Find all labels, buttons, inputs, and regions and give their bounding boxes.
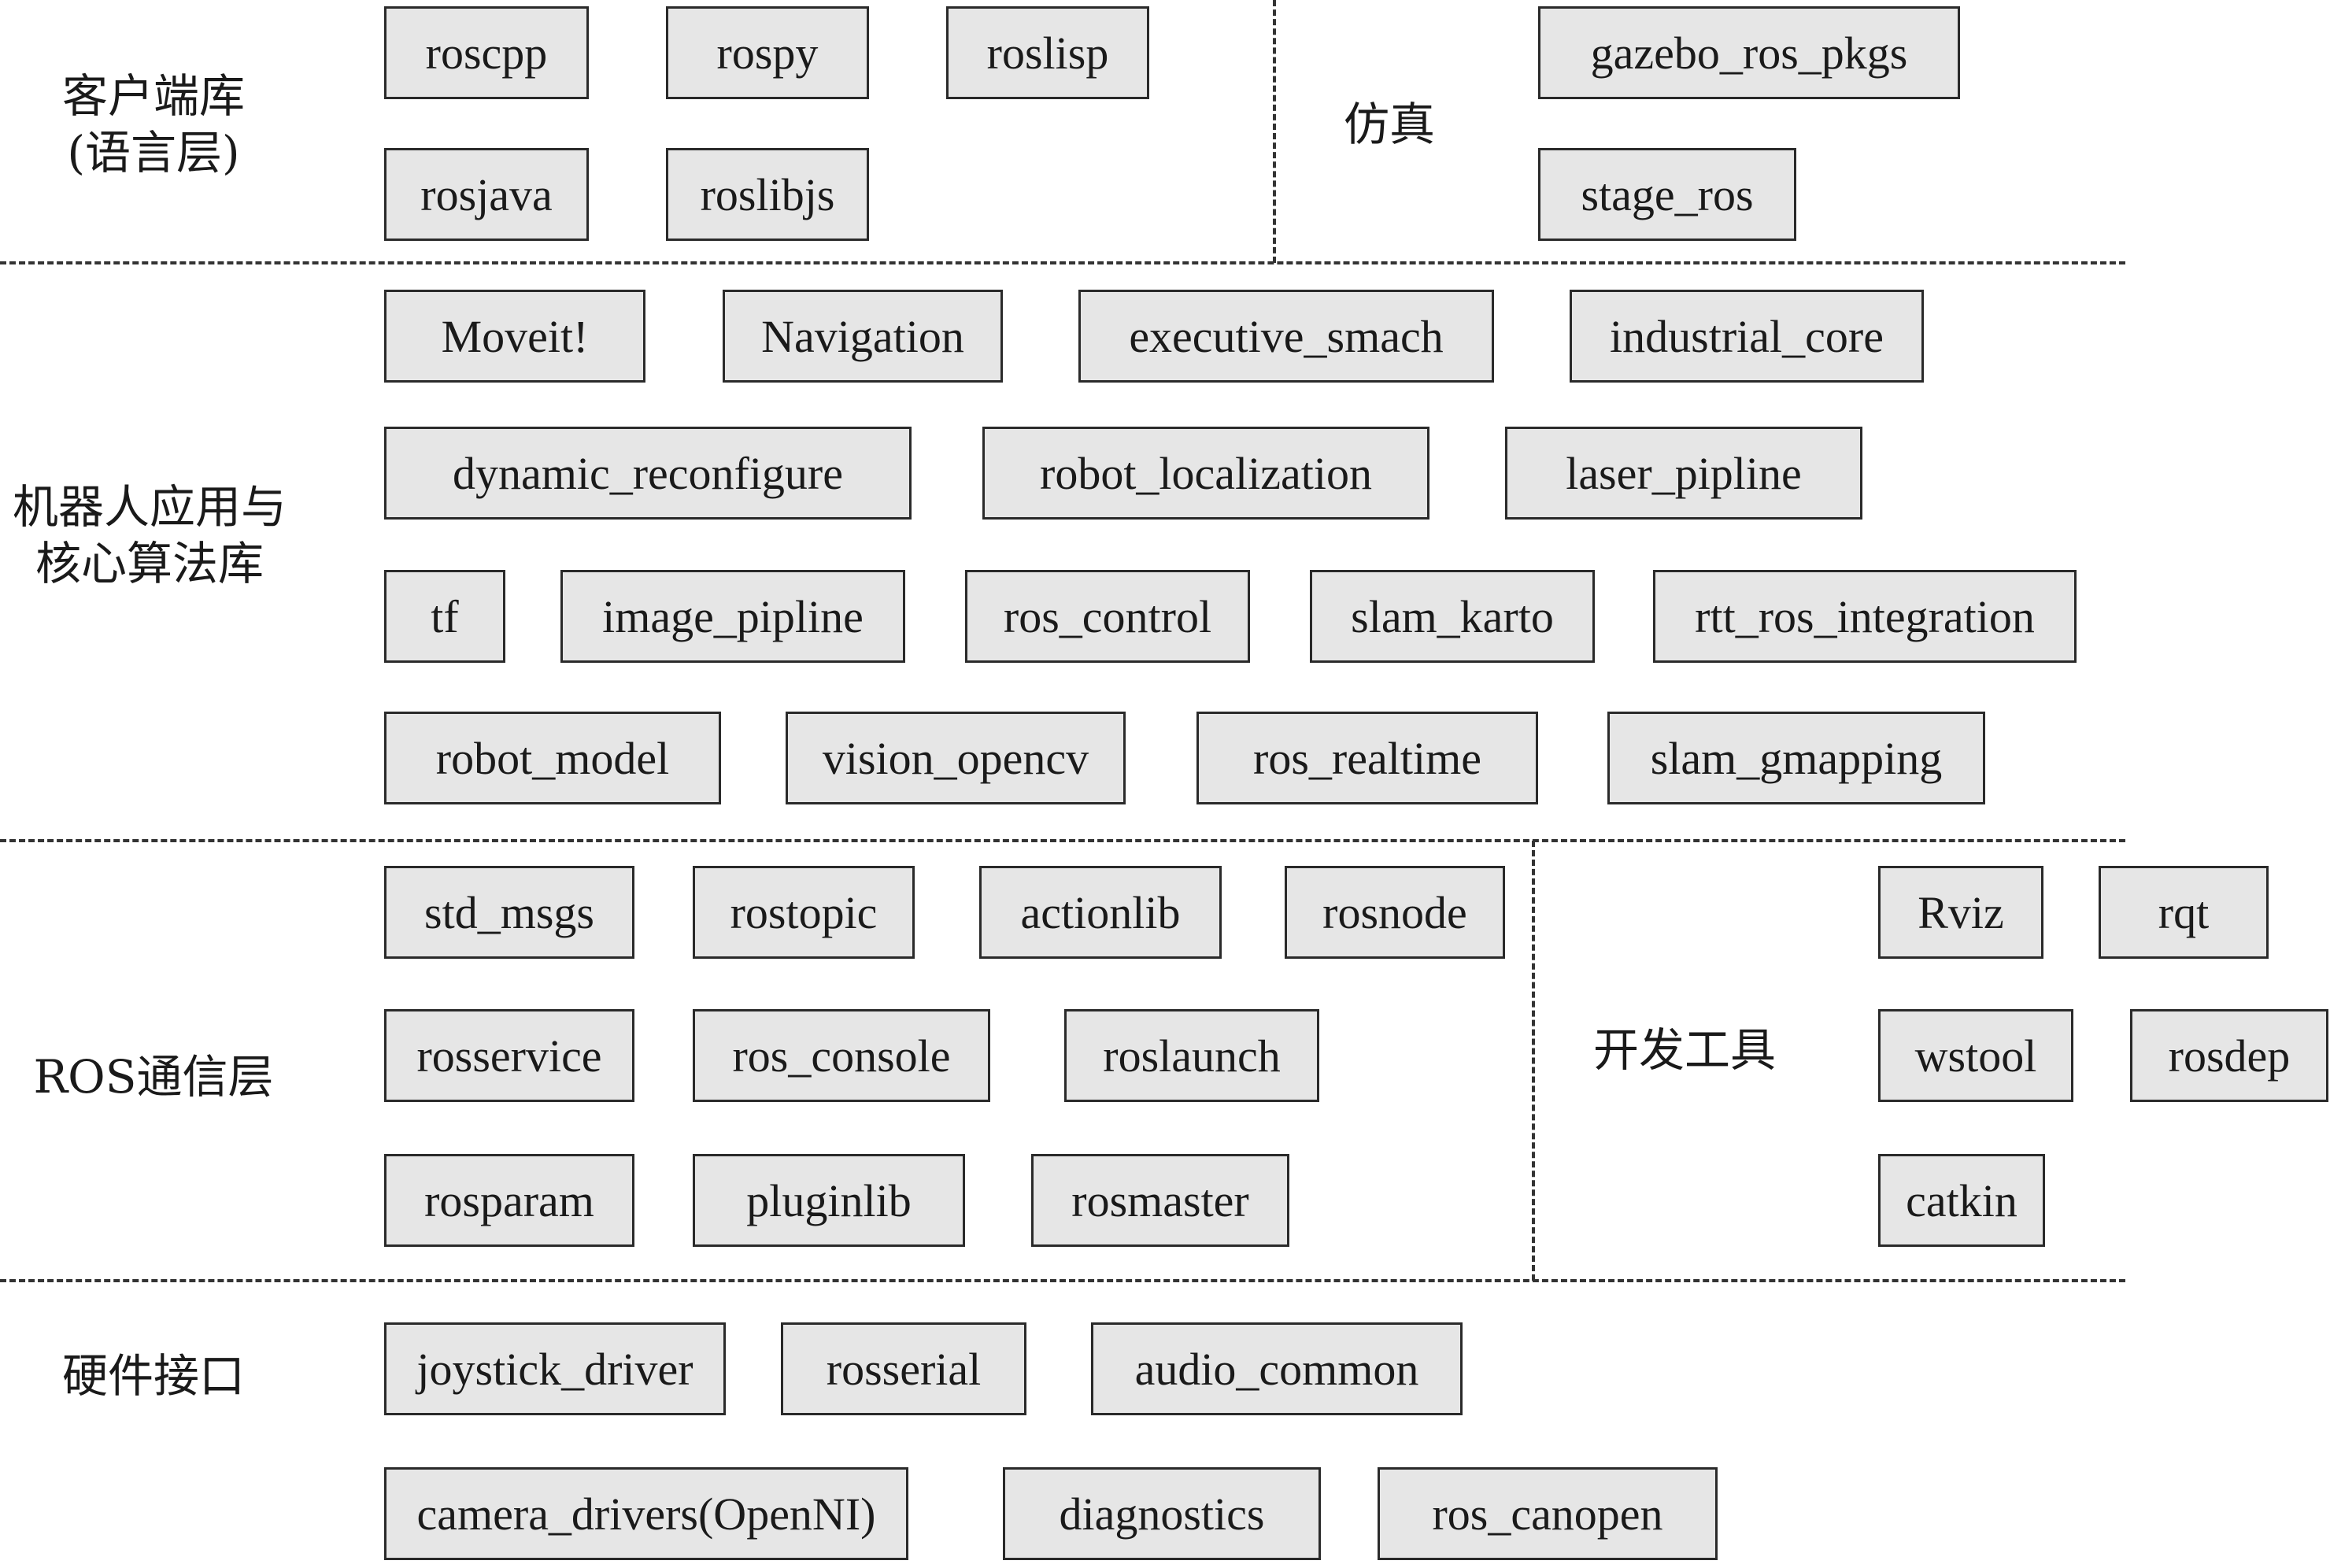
package-box: rostopic: [693, 866, 915, 959]
package-box: audio_common: [1091, 1322, 1463, 1415]
package-box: robot_model: [384, 712, 721, 804]
package-box: rosserial: [781, 1322, 1026, 1415]
package-box: roslaunch: [1064, 1009, 1319, 1102]
simulation-divider: [1273, 0, 1276, 263]
package-box: camera_drivers(OpenNI): [384, 1467, 908, 1560]
client-layer-label: 客户端库 (语言层): [61, 69, 245, 179]
package-box: industrial_core: [1570, 290, 1924, 383]
package-box: rosservice: [384, 1009, 634, 1102]
package-box: wstool: [1878, 1009, 2073, 1102]
package-box: executive_smach: [1078, 290, 1494, 383]
package-box: robot_localization: [982, 427, 1429, 520]
package-box: Navigation: [723, 290, 1003, 383]
devtools-label: 开发工具: [1592, 1023, 1776, 1077]
package-box: vision_opencv: [786, 712, 1126, 804]
package-box: roslisp: [946, 6, 1149, 99]
package-box: rospy: [666, 6, 869, 99]
package-box: diagnostics: [1003, 1467, 1321, 1560]
package-box: pluginlib: [693, 1154, 965, 1247]
package-box: std_msgs: [384, 866, 634, 959]
package-box: slam_gmapping: [1607, 712, 1985, 804]
package-box: image_pipline: [560, 570, 905, 663]
package-box: laser_pipline: [1505, 427, 1862, 520]
package-box: catkin: [1878, 1154, 2045, 1247]
package-box: rosmaster: [1031, 1154, 1289, 1247]
package-box: rosjava: [384, 148, 589, 241]
package-box: ros_console: [693, 1009, 990, 1102]
package-box: gazebo_ros_pkgs: [1538, 6, 1960, 99]
layer-separator-2: [0, 839, 2125, 842]
layer-separator-1: [0, 261, 2125, 264]
package-box: Rviz: [1878, 866, 2043, 959]
simulation-label: 仿真: [1343, 98, 1435, 151]
package-box: ros_realtime: [1196, 712, 1538, 804]
hardware-layer-label: 硬件接口: [61, 1349, 245, 1403]
package-box: slam_karto: [1310, 570, 1595, 663]
package-box: dynamic_reconfigure: [384, 427, 912, 520]
apps-layer-label: 机器人应用与 核心算法库: [12, 480, 287, 590]
package-box: actionlib: [979, 866, 1222, 959]
package-box: joystick_driver: [384, 1322, 726, 1415]
comm-layer-label: ROS通信层: [33, 1050, 274, 1104]
package-box: ros_canopen: [1378, 1467, 1718, 1560]
package-box: rqt: [2099, 866, 2269, 959]
package-box: rosparam: [384, 1154, 634, 1247]
package-box: tf: [384, 570, 505, 663]
package-box: roscpp: [384, 6, 589, 99]
package-box: stage_ros: [1538, 148, 1796, 241]
package-box: rtt_ros_integration: [1653, 570, 2077, 663]
package-box: rosnode: [1285, 866, 1505, 959]
package-box: rosdep: [2130, 1009, 2328, 1102]
devtools-divider: [1532, 841, 1535, 1281]
package-box: Moveit!: [384, 290, 645, 383]
layer-separator-3: [0, 1279, 2125, 1282]
package-box: roslibjs: [666, 148, 869, 241]
package-box: ros_control: [965, 570, 1250, 663]
